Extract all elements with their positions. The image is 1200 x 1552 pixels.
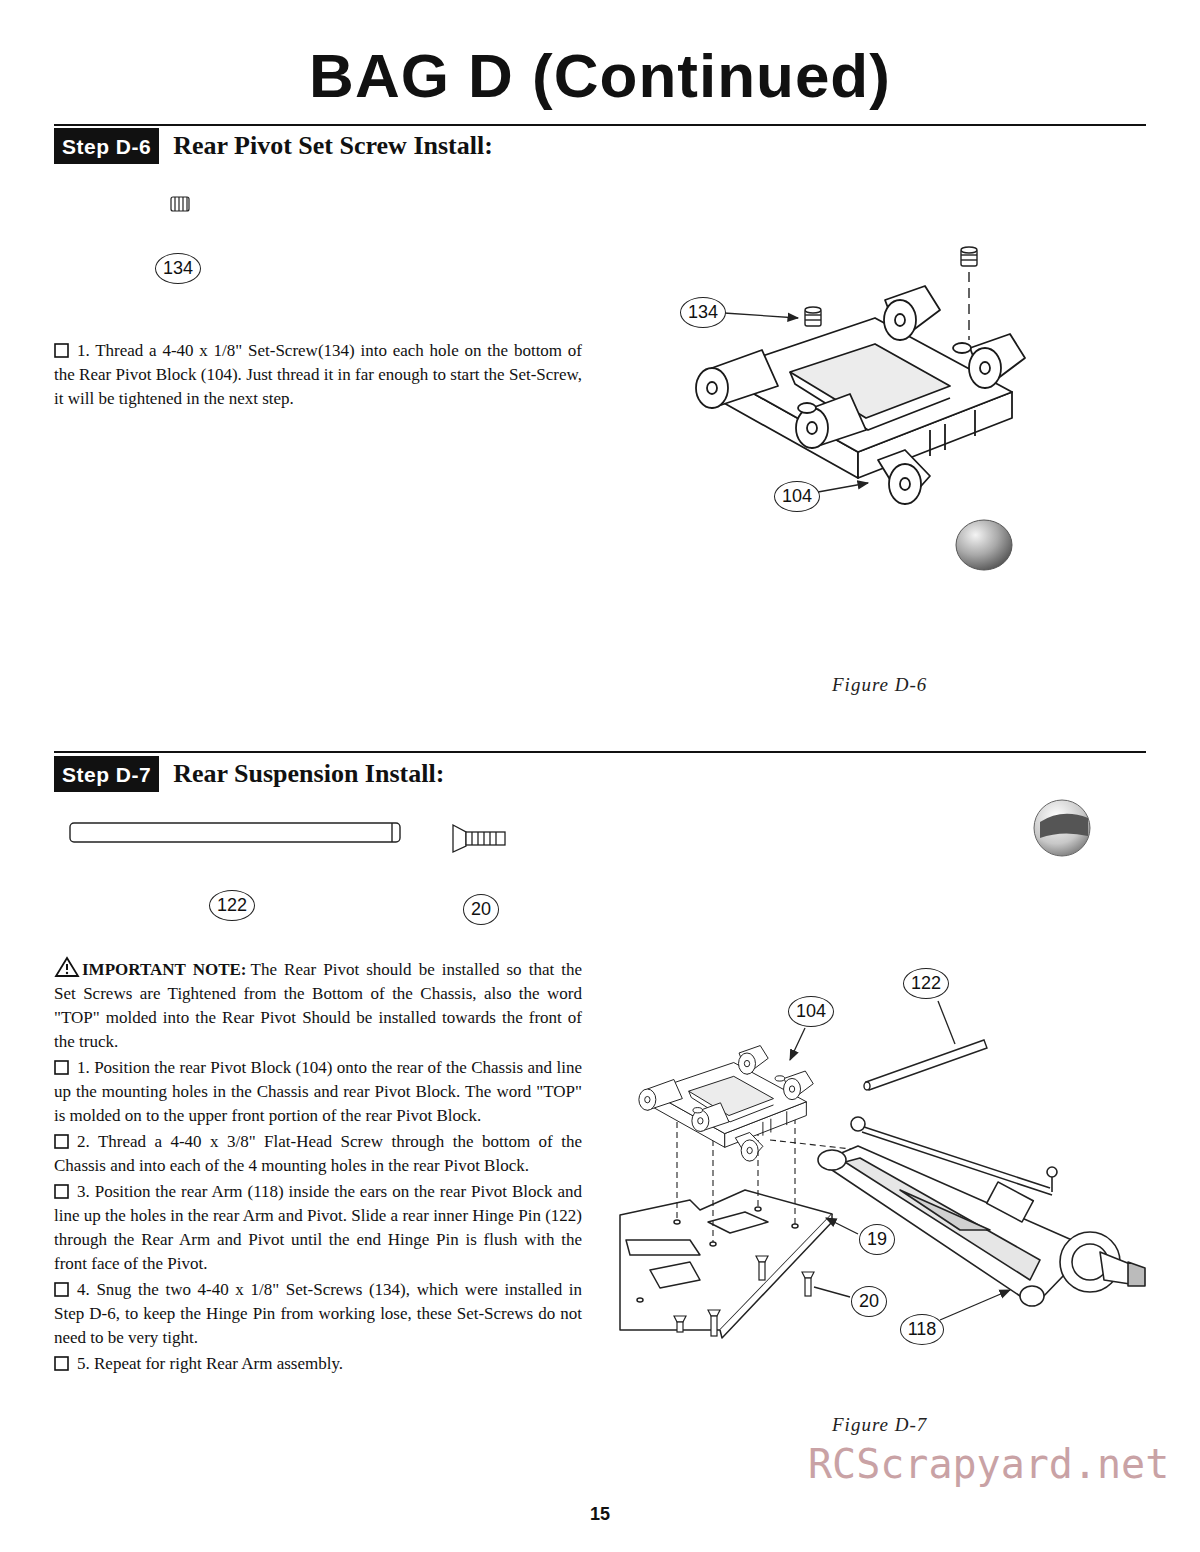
callout-circle: 134	[680, 297, 726, 328]
callout-number: 122	[217, 895, 247, 915]
paragraph: 5. Repeat for right Rear Arm assembly.	[54, 1352, 582, 1376]
label-box: 15	[570, 1503, 630, 1525]
callout-circle: 118	[900, 1314, 945, 1345]
hinge-pin-part	[70, 823, 400, 842]
checkbox	[54, 343, 69, 358]
flat-head-screw-part	[453, 825, 505, 852]
step-badge: Step D-6	[54, 128, 159, 164]
step-heading: Rear Pivot Set Screw Install:	[173, 131, 493, 161]
step-badge: Step D-7	[54, 756, 159, 792]
label-box: 1. Thread a 4-40 x 1/8" Set-Screw(134) i…	[54, 339, 582, 411]
checkbox	[54, 1060, 69, 1075]
callout-number: 20	[471, 899, 491, 919]
callout-number: 118	[908, 1319, 937, 1339]
callout-circle: 20	[463, 894, 499, 925]
callout-number: 134	[688, 302, 718, 322]
instruction-text: 1. Position the rear Pivot Block (104) o…	[54, 1058, 582, 1125]
set-screw-part	[171, 197, 189, 211]
callout-circle: 122	[903, 968, 949, 999]
checkbox	[54, 1134, 69, 1149]
callout-number: 104	[796, 1001, 826, 1021]
callout-circle: 104	[774, 481, 820, 512]
instruction-text: 3. Position the rear Arm (118) inside th…	[54, 1182, 582, 1273]
checkbox	[54, 1282, 69, 1297]
callout-number: 122	[911, 973, 941, 993]
page-number: 15	[590, 1504, 610, 1524]
paragraph: 4. Snug the two 4-40 x 1/8" Set-Screws (…	[54, 1278, 582, 1350]
watermark: RCScrapyard.net	[808, 1441, 1169, 1487]
warning-icon	[54, 956, 80, 978]
label-box: Figure D-7	[832, 1413, 927, 1437]
paragraph: IMPORTANT NOTE:The Rear Pivot should be …	[54, 956, 582, 1054]
paragraph: 3. Position the rear Arm (118) inside th…	[54, 1180, 582, 1276]
figure-caption: Figure D-6	[832, 674, 927, 695]
note-heading: IMPORTANT NOTE:	[82, 960, 247, 979]
callout-circle: 19	[859, 1224, 895, 1255]
helmet-icon	[1034, 800, 1090, 856]
callout-circle: 20	[851, 1286, 887, 1317]
step-heading: Rear Suspension Install:	[173, 759, 444, 789]
label-box: RCScrapyard.net	[808, 1440, 1169, 1488]
checkbox	[54, 1184, 69, 1199]
callout-circle: 104	[788, 996, 834, 1027]
paragraph: 2. Thread a 4-40 x 3/8" Flat-Head Screw …	[54, 1130, 582, 1178]
paragraph: 1. Position the rear Pivot Block (104) o…	[54, 1056, 582, 1128]
callout-number: 104	[782, 486, 812, 506]
rule-lines	[54, 125, 1146, 752]
checkbox	[54, 1356, 69, 1371]
figure-caption: Figure D-7	[832, 1414, 927, 1435]
instruction-text: 1. Thread a 4-40 x 1/8" Set-Screw(134) i…	[54, 341, 582, 408]
callout-circle: 134	[155, 253, 201, 284]
callout-circle: 122	[209, 890, 255, 921]
pivot-block-figure	[696, 247, 1025, 570]
callout-number: 134	[163, 258, 193, 278]
step-header: Step D-6 Rear Pivot Set Screw Install:	[54, 128, 493, 164]
instruction-text: 5. Repeat for right Rear Arm assembly.	[77, 1354, 343, 1373]
callout-number: 20	[859, 1291, 879, 1311]
instruction-column: IMPORTANT NOTE:The Rear Pivot should be …	[54, 956, 582, 1378]
page-title: BAG D (Continued)	[0, 38, 1200, 114]
label-box: Figure D-6	[832, 673, 927, 697]
rear-suspension-figure	[620, 1001, 1145, 1338]
instruction-text: 2. Thread a 4-40 x 3/8" Flat-Head Screw …	[54, 1132, 582, 1175]
instruction-text: 4. Snug the two 4-40 x 1/8" Set-Screws (…	[54, 1280, 582, 1347]
callout-number: 19	[867, 1229, 887, 1249]
step-header: Step D-7 Rear Suspension Install:	[54, 756, 444, 792]
